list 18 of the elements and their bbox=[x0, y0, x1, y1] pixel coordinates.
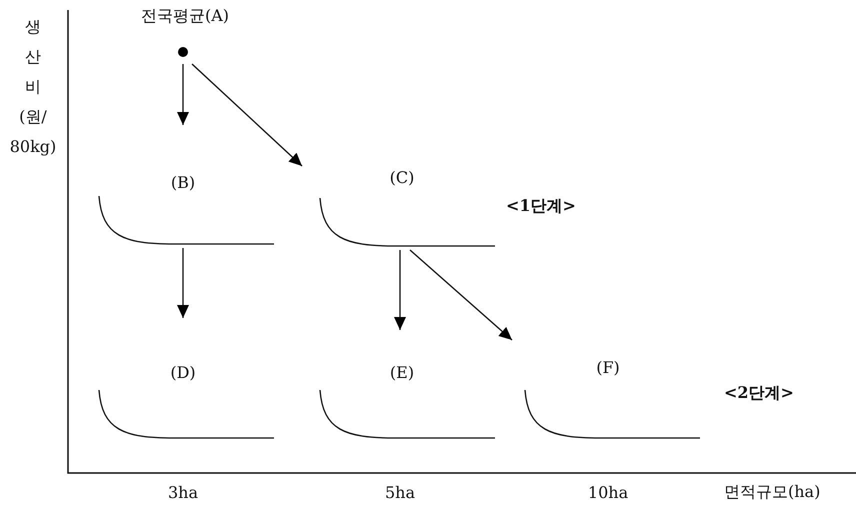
axis-tick-label: 5ha bbox=[384, 483, 416, 502]
arrow bbox=[177, 248, 189, 318]
point-label: (B) bbox=[170, 173, 196, 192]
point-label: 전국평균(A) bbox=[140, 6, 230, 27]
axis-title: 생산비 (원/ 80kg) bbox=[8, 16, 58, 158]
point-label: (E) bbox=[390, 363, 414, 382]
stage-label: <1단계> bbox=[506, 196, 576, 217]
point-label: (F) bbox=[596, 358, 620, 377]
arrow bbox=[192, 64, 302, 166]
stage-label: <2단계> bbox=[724, 383, 794, 404]
arrow bbox=[177, 64, 189, 125]
arrow bbox=[410, 250, 512, 340]
point-label: (D) bbox=[170, 363, 196, 382]
axis-tick-label: 3ha bbox=[168, 483, 198, 502]
axis-tick-label: 10ha bbox=[588, 483, 628, 502]
point-label: (C) bbox=[390, 168, 414, 187]
axis-title: 면적규모(ha) bbox=[724, 482, 820, 503]
arrow bbox=[394, 250, 406, 330]
